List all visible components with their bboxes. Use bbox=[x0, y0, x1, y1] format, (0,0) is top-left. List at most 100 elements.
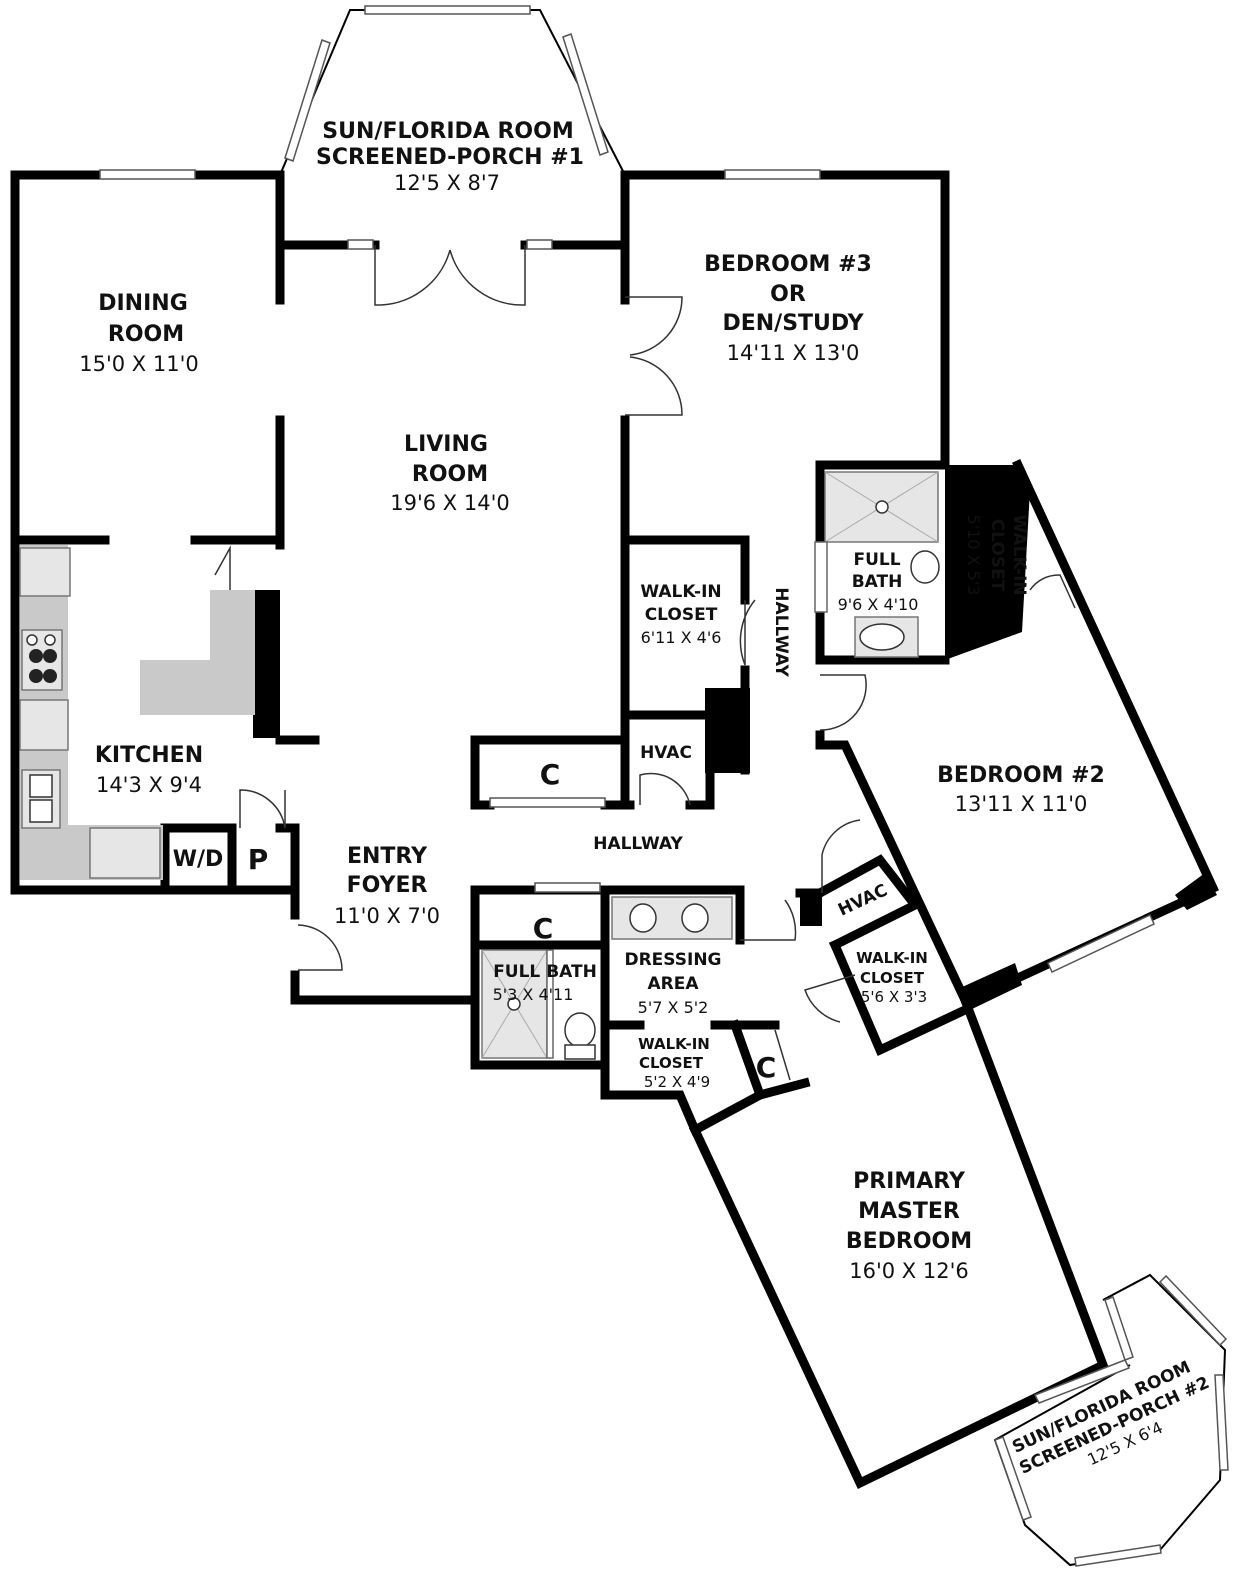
wic2-label-1: WALK-IN bbox=[1009, 514, 1029, 595]
closet3-door bbox=[774, 1029, 791, 1081]
kitchen-label: KITCHEN bbox=[95, 743, 203, 768]
bath2-shower-glass bbox=[546, 949, 554, 1059]
dressing-sink-2 bbox=[681, 903, 709, 933]
sun2-window-e bbox=[1074, 1544, 1162, 1567]
dressing-label-1: DRESSING bbox=[624, 950, 721, 970]
stove-burner-2 bbox=[44, 634, 56, 646]
bath1-dim: 9'6 X 4'10 bbox=[838, 595, 919, 614]
wic3-door bbox=[804, 974, 856, 1023]
doors bbox=[214, 239, 1076, 1081]
stove-burner-3 bbox=[29, 649, 43, 663]
dressing-label-2: AREA bbox=[647, 974, 699, 994]
sun1-dim: 12'5 X 8'7 bbox=[394, 171, 500, 195]
closet1-sliding-door bbox=[489, 797, 606, 808]
closet2-label: C bbox=[533, 912, 554, 945]
bed3-label-2: OR bbox=[770, 282, 806, 307]
wic3-wall bbox=[829, 939, 971, 1057]
bath2-dim: 5'3 X 4'11 bbox=[493, 985, 574, 1004]
sun1-door-jamb-left bbox=[347, 239, 374, 250]
hvac1-door bbox=[639, 772, 691, 806]
kitchen-dim: 14'3 X 9'4 bbox=[96, 773, 202, 797]
kitchen-pass-line bbox=[214, 545, 231, 590]
stove-burner-4 bbox=[43, 649, 57, 663]
sun1-label-1: SUN/FLORIDA ROOM bbox=[322, 119, 573, 144]
bed3-label-1: BEDROOM #3 bbox=[704, 252, 872, 277]
kitchen-wall-outer bbox=[10, 535, 300, 895]
bed3-door-bottom bbox=[625, 356, 683, 416]
bed2-wall-left bbox=[815, 740, 971, 1006]
kitchen-wall-block bbox=[253, 590, 280, 738]
sun2-window-f bbox=[994, 1436, 1032, 1521]
sun1-door-jamb-right bbox=[526, 239, 553, 250]
living-label-2: ROOM bbox=[412, 462, 488, 487]
sun2-window-a bbox=[1104, 1296, 1134, 1361]
hvac2-door bbox=[821, 819, 861, 893]
sun1-window-left bbox=[284, 39, 331, 162]
bed2-dim: 13'11 X 11'0 bbox=[955, 792, 1088, 816]
wic3-label-1: WALK-IN bbox=[856, 949, 928, 967]
bath1-label-2: BATH bbox=[852, 572, 903, 592]
bath2-drain bbox=[507, 997, 521, 1011]
entry-door bbox=[297, 924, 343, 971]
wic2-door bbox=[1029, 574, 1076, 609]
hvac2-wall-block bbox=[800, 893, 822, 926]
bath2-toilet-tank bbox=[564, 1044, 596, 1060]
wd-label: W/D bbox=[173, 847, 224, 872]
bath1-tub-edge bbox=[814, 541, 828, 613]
foyer-wall-bottom bbox=[290, 970, 480, 1005]
labels: SUN/FLORIDA ROOM SCREENED-PORCH #1 12'5 … bbox=[79, 119, 1212, 1479]
hallway-wall-block bbox=[705, 688, 750, 773]
dining-dim: 15'0 X 11'0 bbox=[79, 352, 198, 376]
closet3-wall-bottom bbox=[754, 1077, 811, 1101]
wic1-door bbox=[739, 599, 756, 666]
bath2-label: FULL BATH bbox=[493, 962, 597, 982]
hvac2-label: HVAC bbox=[835, 880, 890, 920]
wic4-label-2: CLOSET bbox=[639, 1054, 704, 1072]
kitchen-fridge bbox=[19, 547, 71, 597]
bath1-drain bbox=[875, 500, 889, 514]
wic4-dim: 5'2 X 4'9 bbox=[644, 1073, 710, 1091]
bed3-window bbox=[724, 169, 821, 180]
dressing-door bbox=[740, 899, 797, 941]
bath1-sink bbox=[859, 623, 905, 651]
wic1-dim: 6'11 X 4'6 bbox=[641, 628, 722, 647]
living-dim: 19'6 X 14'0 bbox=[390, 491, 509, 515]
hallway-horizontal-label: HALLWAY bbox=[593, 834, 683, 854]
entry-label-1: ENTRY bbox=[347, 844, 428, 869]
kitchen-counter-bottom-panel bbox=[89, 827, 161, 879]
closet3-label: C bbox=[756, 1051, 777, 1084]
wic1-label-2: CLOSET bbox=[645, 605, 718, 625]
closet2-sliding-door bbox=[534, 882, 601, 893]
bed2-corner-block bbox=[1175, 873, 1217, 910]
master-label-1: PRIMARY bbox=[853, 1169, 966, 1194]
sun1-door-left bbox=[374, 245, 451, 306]
wic2-label-2: CLOSET bbox=[987, 519, 1007, 592]
bed3-label-3: DEN/STUDY bbox=[722, 311, 864, 336]
bath-fixtures bbox=[481, 471, 940, 1060]
wic4-closet-divider bbox=[729, 1019, 766, 1101]
stove-burner-1 bbox=[26, 634, 38, 646]
closet1-label: C bbox=[540, 758, 561, 791]
kitchen-fixtures bbox=[19, 545, 255, 880]
bath1-label-1: FULL bbox=[853, 550, 900, 570]
pantry-door bbox=[239, 789, 286, 829]
sun1-label-2: SCREENED-PORCH #1 bbox=[316, 145, 584, 170]
bed3-dim: 14'11 X 13'0 bbox=[727, 341, 860, 365]
sun1-door-right bbox=[449, 245, 526, 306]
sun2-window-b bbox=[1033, 1359, 1131, 1404]
wic1-wall-top bbox=[620, 535, 750, 605]
master-dim: 16'0 X 12'6 bbox=[849, 1259, 968, 1283]
bath1-toilet bbox=[910, 550, 940, 584]
hallway-vertical-label: HALLWAY bbox=[771, 587, 791, 677]
wic4-wall-bottom bbox=[600, 1090, 701, 1136]
wic1-label-1: WALK-IN bbox=[640, 582, 721, 602]
bed2-label: BEDROOM #2 bbox=[937, 763, 1105, 788]
sun2-window-c bbox=[1158, 1274, 1228, 1347]
wic3-corner-block bbox=[960, 963, 1022, 1010]
kitchen-island bbox=[140, 590, 255, 715]
kitchen-dishwasher bbox=[19, 699, 69, 751]
sun2-window-d bbox=[1214, 1374, 1229, 1471]
living-label-1: LIVING bbox=[404, 432, 488, 457]
sun1-window-right bbox=[562, 33, 609, 156]
